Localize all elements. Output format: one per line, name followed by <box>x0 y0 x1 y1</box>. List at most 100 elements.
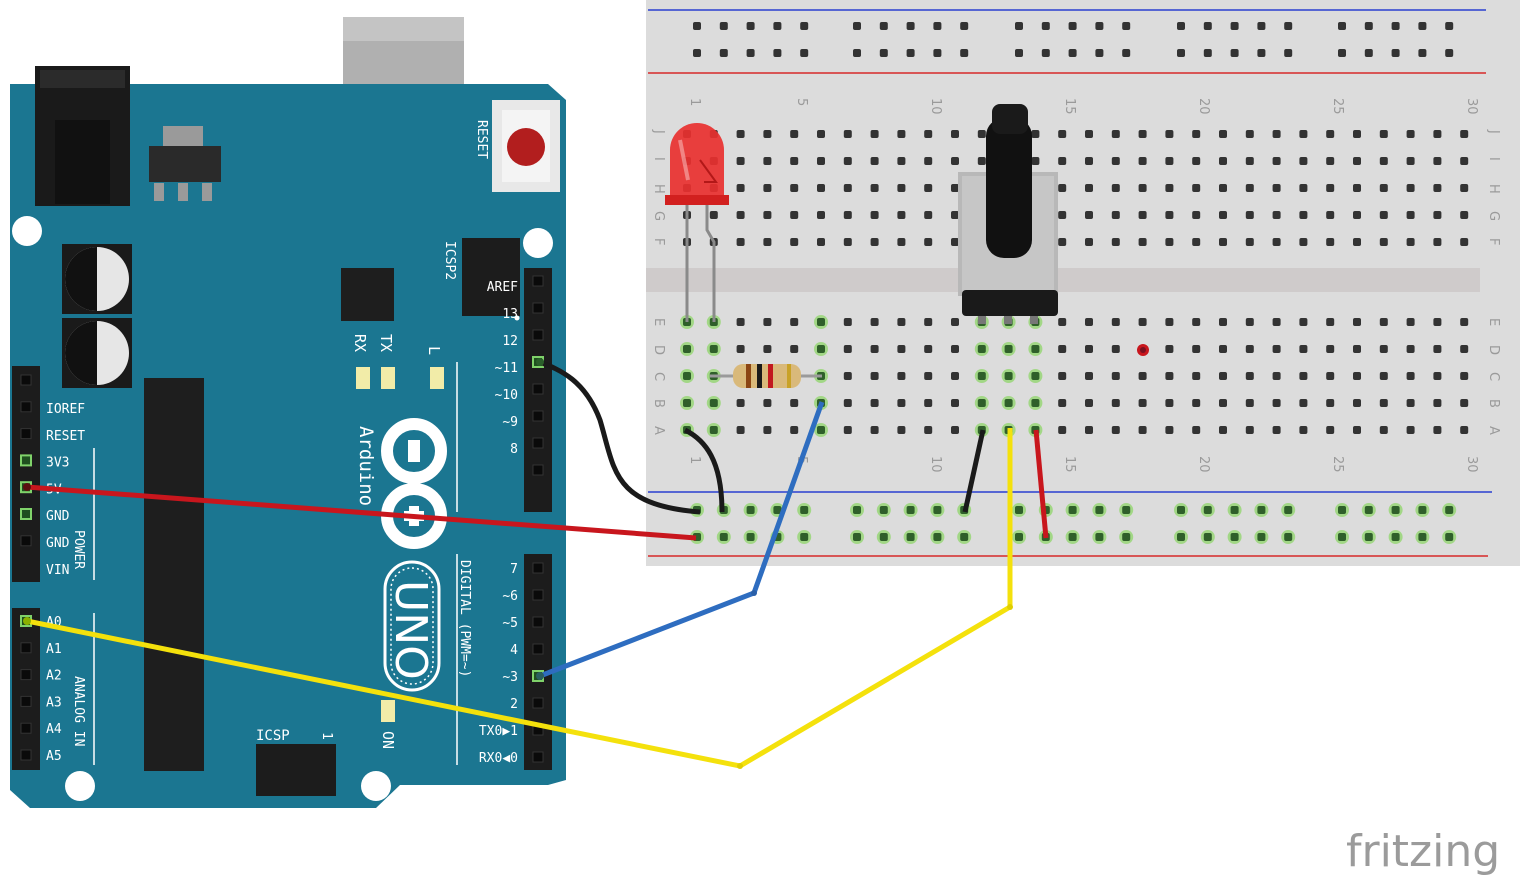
reset-label: RESET <box>474 120 489 159</box>
breadboard-hole <box>1433 184 1442 192</box>
header-pin[interactable] <box>20 642 32 654</box>
breadboard-hole <box>814 315 828 329</box>
breadboard-hole <box>1085 345 1093 353</box>
breadboard-hole <box>1138 211 1147 219</box>
rail-hole <box>1177 49 1185 57</box>
breadboard-hole <box>736 238 745 246</box>
breadboard-hole <box>1460 372 1469 380</box>
breadboard-hole <box>1406 399 1415 407</box>
rail-hole <box>1445 22 1454 30</box>
rail-hole <box>800 49 809 57</box>
5v-wire[interactable] <box>26 484 697 541</box>
breadboard-hole <box>1192 318 1201 326</box>
breadboard-hole <box>1138 426 1147 434</box>
breadboard-hole <box>1245 184 1254 192</box>
led-gnd-wire[interactable] <box>683 427 725 513</box>
potentiometer-knob[interactable] <box>986 118 1032 258</box>
breadboard-hole <box>870 426 879 434</box>
header-pin[interactable] <box>20 508 32 520</box>
breadboard-hole <box>1165 345 1174 353</box>
header-pin[interactable] <box>532 437 544 449</box>
header-pin[interactable] <box>20 374 32 386</box>
breadboard-hole <box>1326 345 1335 353</box>
row-letter: A <box>1486 426 1501 435</box>
tx-led <box>381 367 395 389</box>
header-pin[interactable] <box>532 410 544 422</box>
potentiometer[interactable] <box>958 104 1058 324</box>
header-pin[interactable] <box>20 669 32 681</box>
breadboard-hole <box>897 426 906 434</box>
rail-hole <box>1442 530 1457 544</box>
header-pin[interactable] <box>20 454 32 467</box>
header-pin[interactable] <box>20 695 32 707</box>
rail-hole <box>1012 530 1026 544</box>
column-number-top: 5 <box>794 98 809 106</box>
breadboard-hole <box>897 372 906 380</box>
header-pin[interactable] <box>20 535 32 547</box>
rail-hole <box>1388 503 1403 517</box>
breadboard-hole <box>1433 238 1442 246</box>
breadboard-hole <box>1219 399 1227 407</box>
breadboard-hole <box>951 426 959 434</box>
breadboard-hole <box>924 426 933 434</box>
breadboard-hole <box>817 157 825 165</box>
pin-label: GND <box>46 536 70 551</box>
breadboard-hole <box>1460 399 1469 407</box>
row-letter: J <box>651 129 666 134</box>
header-pin[interactable] <box>20 401 32 413</box>
header-pin[interactable] <box>532 329 544 341</box>
header-pin[interactable] <box>532 751 544 763</box>
header-pin[interactable] <box>532 643 544 655</box>
rail-hole <box>1230 49 1239 57</box>
l-label: L <box>425 346 443 355</box>
breadboard-hole <box>1138 238 1147 246</box>
breadboard-hole <box>790 157 799 165</box>
header-pin[interactable] <box>532 589 544 601</box>
breadboard-hole <box>1085 426 1093 434</box>
header-pin[interactable] <box>20 722 32 734</box>
header-pin[interactable] <box>20 749 32 761</box>
breadboard-hole <box>1058 184 1067 192</box>
power-label: POWER <box>71 530 86 569</box>
pin-label: 12 <box>502 334 518 349</box>
breadboard-hole <box>897 399 906 407</box>
pot-5v-wire[interactable] <box>1033 429 1049 539</box>
header-pin[interactable] <box>532 275 544 287</box>
header-pin[interactable] <box>532 562 544 574</box>
voltage-regulator <box>163 126 203 148</box>
column-number-top: 25 <box>1330 98 1345 115</box>
breadboard-hole <box>1165 318 1174 326</box>
rail-hole <box>719 22 728 30</box>
rail-hole <box>1254 503 1269 517</box>
rail-hole <box>1203 22 1212 30</box>
reset-button[interactable] <box>492 100 560 192</box>
analog-wire[interactable] <box>26 428 1013 769</box>
rail-hole <box>1415 530 1430 544</box>
breadboard-hole <box>1433 211 1442 219</box>
header-pin[interactable] <box>20 428 32 440</box>
rail-hole <box>1254 530 1269 544</box>
arduino-brand: Arduino <box>355 426 377 506</box>
header-pin[interactable] <box>532 302 544 314</box>
pot-gnd-wire[interactable] <box>962 429 986 513</box>
breadboard-hole <box>1138 157 1147 165</box>
digital-header-bottom <box>524 554 552 770</box>
rail-hole <box>1174 530 1188 544</box>
breadboard-hole <box>1272 238 1281 246</box>
breadboard-hole <box>1111 238 1120 246</box>
header-pin[interactable] <box>532 464 544 476</box>
breadboard-hole <box>1379 318 1388 326</box>
breadboard-hole <box>1406 211 1415 219</box>
header-pin[interactable] <box>532 697 544 709</box>
icsp2-label: ICSP2 <box>442 241 457 280</box>
header-pin[interactable] <box>532 616 544 628</box>
breadboard-hole <box>1245 157 1254 165</box>
breadboard-hole <box>1272 426 1281 434</box>
pin-label: 2 <box>510 697 518 712</box>
breadboard-hole <box>1219 184 1227 192</box>
pin-label: ~6 <box>502 589 518 604</box>
row-letter: G <box>1486 211 1501 221</box>
gnd-wire[interactable] <box>539 359 701 515</box>
header-pin[interactable] <box>532 383 544 395</box>
